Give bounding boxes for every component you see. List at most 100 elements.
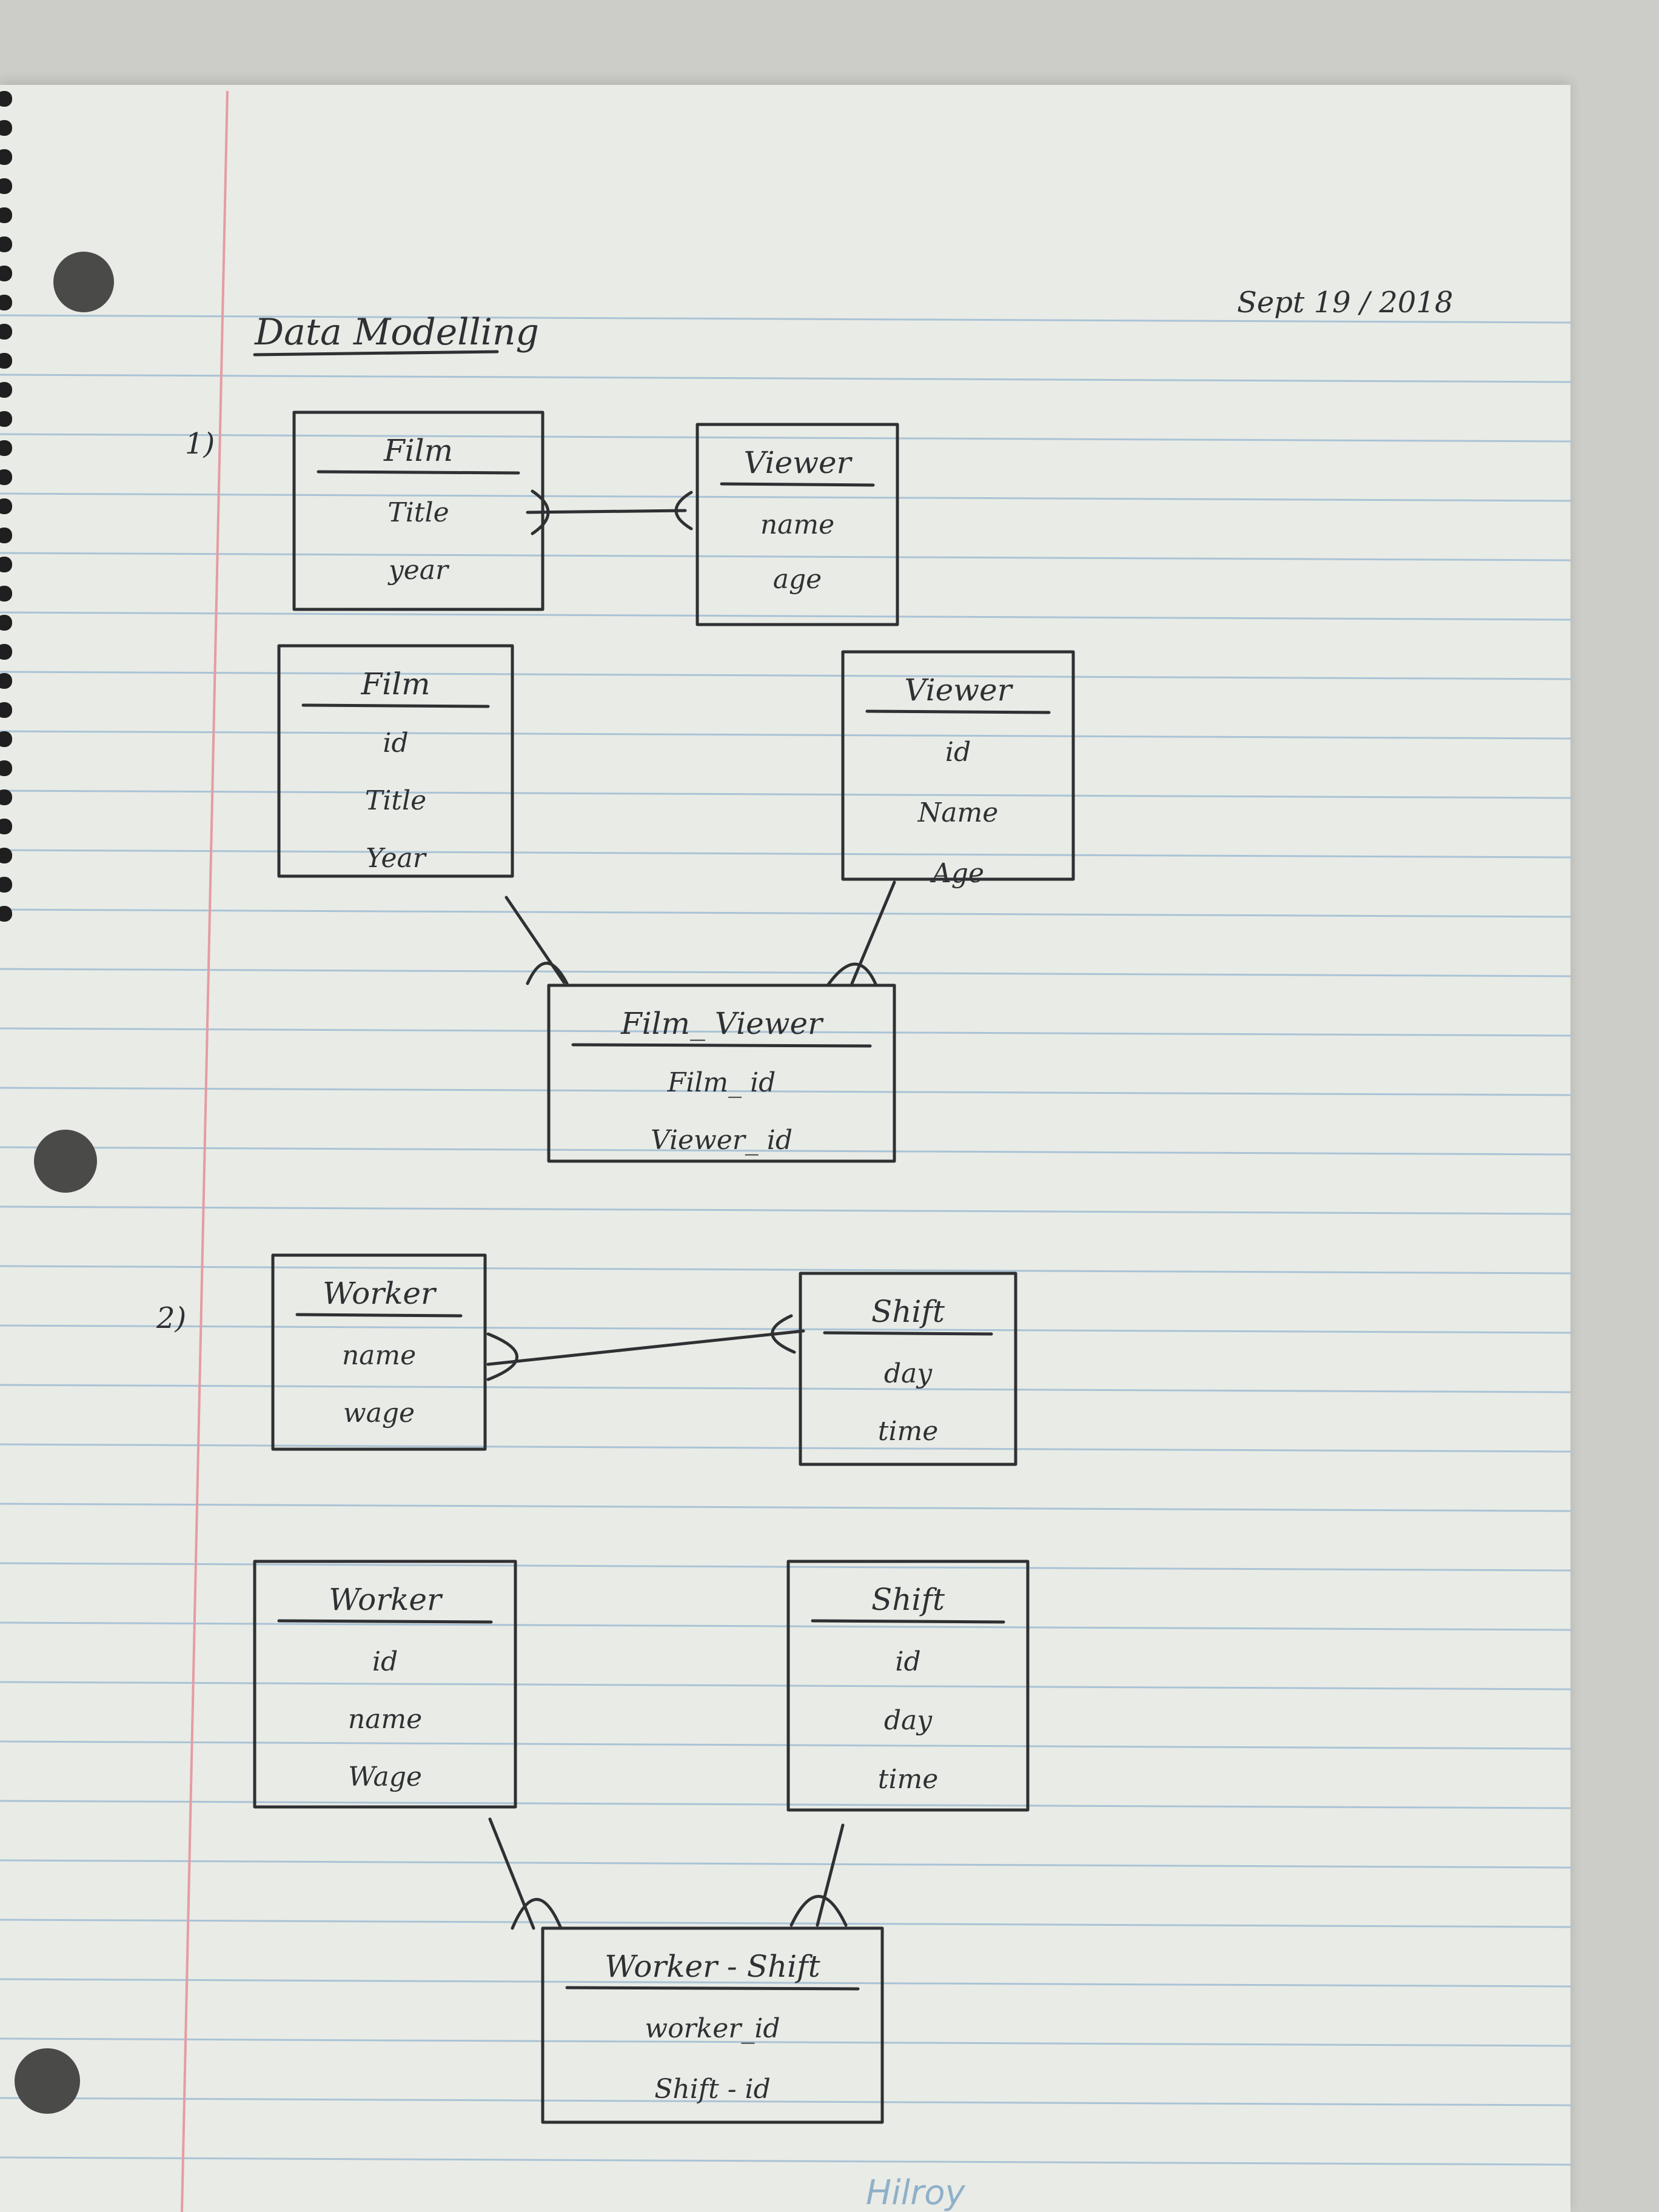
spiral-coil [0,498,12,514]
spiral-coil [0,178,12,194]
entity-shift1: Shift day time [799,1272,1017,1466]
ruled-line [0,1265,1571,1275]
entity-box [253,1560,517,1809]
ruled-line [0,1503,1571,1512]
spiral-coil [0,382,12,398]
entity-field: worker_id [645,2013,780,2044]
ruled-line [0,968,1571,977]
entity-field: id [383,728,408,759]
spiral-coil [0,615,12,631]
ruled-line [0,2156,1571,2166]
crows-foot-workershift-left [511,1898,563,1930]
entity-field: Title [387,497,449,528]
entity-title-underline [317,470,520,475]
ruled-line [0,611,1571,621]
entity-title: Worker - Shift [605,1949,820,1984]
ruled-line [0,1562,1571,1572]
spiral-coil [0,819,12,834]
spiral-coil [0,91,12,107]
crows-foot-worker-end [486,1332,518,1381]
ruled-line [0,1681,1571,1691]
margin-line [181,90,229,2212]
entity-field: wage [343,1398,415,1429]
entity-title-underline [823,1331,993,1336]
section-number-2: 2) [156,1301,186,1335]
spiral-coil [0,760,12,776]
crows-foot-filmviewer-right [826,962,878,987]
entity-title: Shift [871,1294,945,1329]
entity-field: id [895,1646,920,1677]
entity-field: Year [366,843,427,874]
entity-box [271,1253,487,1451]
spiral-coil [0,673,12,689]
entity-field: id [945,737,971,768]
entity-title-underline [571,1043,872,1048]
entity-worker1: Worker name wage [271,1253,487,1451]
ruled-line [0,2097,1571,2106]
entity-field: Title [365,785,426,816]
spiral-coil [0,789,12,805]
relationship-shift-workershift-line [816,1823,845,1927]
ruled-line [0,552,1571,561]
brand-logo: Hilroy [866,2173,966,2212]
entity-field: Wage [348,1761,422,1792]
spiral-coil [0,411,12,427]
ruled-line [0,433,1571,443]
entity-title-underline [811,1619,1005,1624]
ruled-line [0,1205,1571,1215]
ruled-line [0,492,1571,502]
entity-box [541,1926,884,2124]
spiral-coil [0,295,12,310]
page-date: Sept 19 / 2018 [1237,286,1453,320]
spiral-coil [0,440,12,456]
entity-title-underline [295,1313,463,1318]
ruled-line [0,1146,1571,1156]
entity-title-underline [301,703,490,708]
spiral-coil [0,469,12,485]
spiral-binding [0,91,12,922]
page-title: Data Modelling [254,311,539,354]
spiral-coil [0,848,12,863]
spiral-coil [0,353,12,369]
entity-field: day [884,1358,933,1389]
entity-title: Viewer [743,445,853,480]
ruled-line [0,1800,1571,1809]
entity-field: Name [917,797,999,828]
entity-field: Viewer_ id [651,1125,793,1156]
entity-title: Film [360,666,430,702]
entity-title: Worker [323,1276,437,1311]
entity-title: Worker [329,1582,443,1617]
spiral-coil [0,557,12,572]
ruled-line [0,1384,1571,1393]
ruled-line [0,1324,1571,1334]
spiral-coil [0,207,12,223]
relationship-worker-workershift-line [488,1817,535,1930]
entity-field: year [387,555,450,586]
entity-field: id [372,1646,398,1677]
entity-field: Film_ id [667,1067,776,1098]
ruled-line [0,789,1571,799]
ruled-line [0,671,1571,680]
entity-box [799,1272,1017,1466]
entity-field: name [342,1340,416,1371]
entity-box [695,423,899,626]
entity-title-underline [865,709,1051,714]
entity-field: name [760,509,834,540]
entity-box [841,650,1075,881]
entity-field: time [878,1416,939,1447]
entity-title: Viewer [904,672,1013,708]
spiral-coil [0,149,12,165]
entity-title-underline [565,1986,860,1991]
ruled-line [0,314,1571,324]
entity-field: name [348,1704,422,1735]
crows-foot-film-end [531,489,550,535]
spiral-coil [0,324,12,340]
ruled-line [0,1919,1571,1928]
